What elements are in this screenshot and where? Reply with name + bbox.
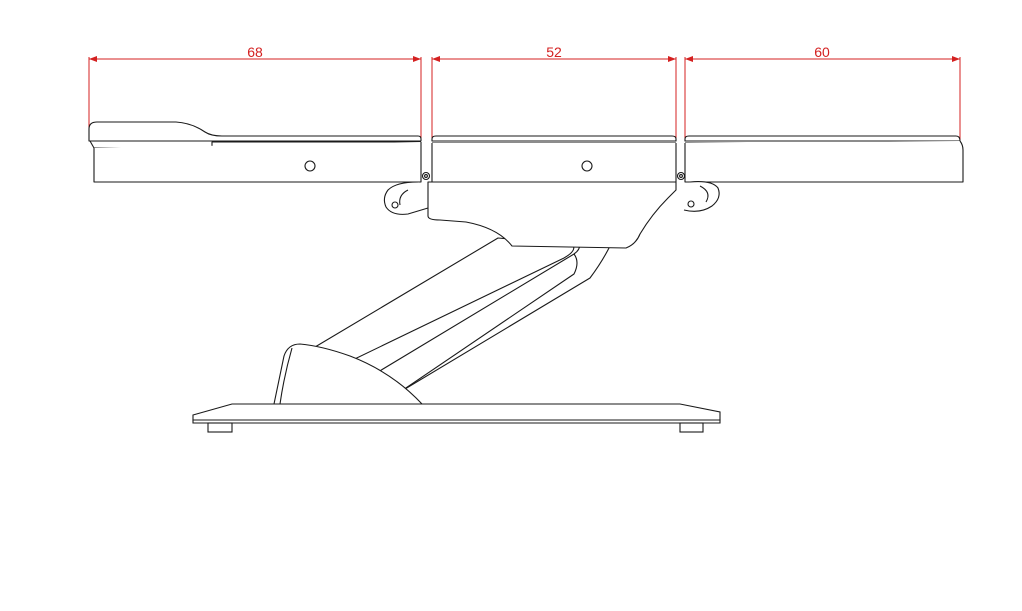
foot-section: [684, 135, 964, 183]
left-hinge-bracket-bolt: [391, 201, 399, 209]
head-frame-bolt-hole: [304, 160, 316, 172]
hinge-pin-left-core: [424, 174, 428, 178]
dimension-middle-section: 52: [431, 44, 677, 140]
head-section: [88, 121, 422, 183]
dimension-foot-section: 60: [684, 44, 961, 140]
hinge-pin-right-core: [679, 174, 683, 178]
gearbox-housing: [427, 181, 677, 249]
base-foot-right: [679, 422, 704, 433]
table-top: [88, 121, 964, 183]
arrowhead-middle-left: [432, 56, 440, 62]
dimension-label-foot: 60: [814, 44, 830, 60]
right-hinge-bracket-inner: [699, 185, 709, 203]
head-cushion: [88, 121, 422, 142]
arrowhead-middle-right: [668, 56, 676, 62]
arrowhead-head-left: [89, 56, 97, 62]
arrowhead-foot-right: [952, 56, 960, 62]
base-plate-top: [192, 403, 721, 421]
lift-mechanism: [273, 181, 677, 405]
middle-section: [431, 135, 677, 183]
base-foot-left: [207, 422, 233, 433]
dimension-label-middle: 52: [546, 44, 562, 60]
foot-frame: [684, 140, 964, 183]
foot-cushion: [684, 135, 961, 142]
right-hinge-bracket-bolt: [687, 200, 695, 208]
arrowhead-head-right: [413, 56, 421, 62]
left-hinge-bracket: [383, 181, 429, 215]
head-frame-corner: [89, 140, 95, 149]
middle-frame: [431, 143, 677, 183]
middle-frame-bolt-hole: [581, 160, 593, 172]
arrowhead-foot-left: [685, 56, 693, 62]
base: [192, 403, 721, 433]
dimension-label-head: 68: [247, 44, 263, 60]
left-hinge-bracket-inner: [399, 189, 409, 206]
base-hood: [273, 343, 423, 405]
middle-cushion: [431, 135, 677, 142]
hinge-brackets: [383, 181, 720, 215]
head-frame: [93, 142, 422, 183]
base-plate: [192, 419, 721, 424]
lift-arm-edge: [399, 253, 578, 393]
dimension-head-section: 68: [88, 44, 422, 140]
base-hood-edge: [279, 347, 293, 405]
